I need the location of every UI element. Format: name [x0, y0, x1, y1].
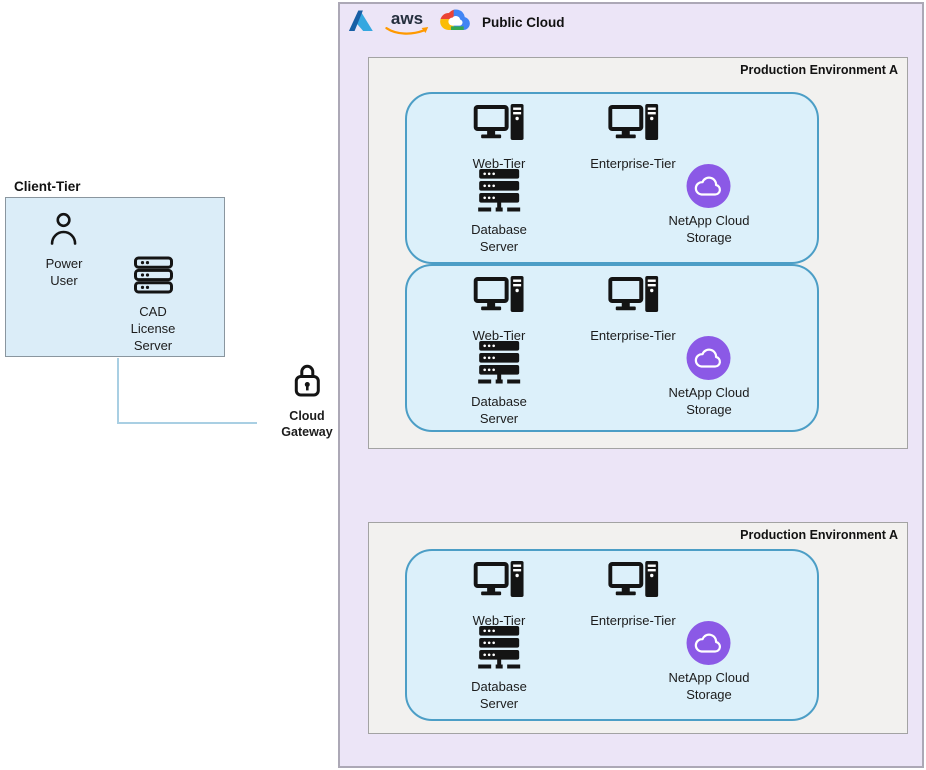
node-label: Power User: [45, 256, 83, 288]
google-cloud-logo: [440, 7, 471, 38]
client-tier-title: Client-Tier: [14, 179, 81, 194]
node-label: Web-Tier: [472, 328, 526, 343]
netapp-cloud-icon: [686, 164, 731, 208]
node-enterprise-tier: Enterprise-Tier: [590, 561, 676, 630]
database-server-icon: [476, 168, 522, 217]
node-label: Database Server: [471, 679, 527, 711]
environment-box-1: Production Environment A: [368, 57, 908, 449]
client-tier-box: Power User CAD License Server: [5, 197, 225, 357]
node-label: Enterprise-Tier: [590, 613, 676, 628]
workstation-icon: [473, 276, 524, 323]
node-enterprise-tier: Enterprise-Tier: [590, 104, 676, 173]
node-web-tier: Web-Tier: [472, 104, 526, 173]
environment-title: Production Environment A: [740, 528, 898, 542]
node-label: CAD License Server: [130, 304, 176, 353]
node-web-tier: Web-Tier: [472, 276, 526, 345]
node-cloud-gateway: Cloud Gateway: [281, 362, 333, 441]
node-label: Web-Tier: [472, 613, 526, 628]
connector-horizontal: [117, 422, 257, 424]
padlock-icon: [292, 362, 322, 403]
workstation-icon: [473, 561, 524, 608]
node-database-server: Database Server: [471, 168, 527, 256]
database-server-icon: [476, 625, 522, 674]
azure-logo: [348, 9, 374, 37]
server-stack-icon: [133, 256, 173, 299]
node-database-server: Database Server: [471, 625, 527, 713]
node-web-tier: Web-Tier: [472, 561, 526, 630]
aws-wordmark: aws: [390, 8, 424, 28]
connector-vertical: [117, 358, 119, 424]
node-netapp-cloud-storage: NetApp Cloud Storage: [668, 164, 750, 247]
workstation-icon: [607, 561, 658, 608]
environment-box-2: Production Environment A: [368, 522, 908, 734]
database-server-icon: [476, 340, 522, 389]
node-label: Enterprise-Tier: [590, 156, 676, 171]
node-label: Database Server: [471, 394, 527, 426]
node-enterprise-tier: Enterprise-Tier: [590, 276, 676, 345]
node-label: Database Server: [471, 222, 527, 254]
public-cloud-title: Public Cloud: [482, 15, 565, 30]
node-label: NetApp Cloud Storage: [668, 385, 750, 417]
cluster-box: Web-Tier Enterprise: [405, 549, 819, 721]
environment-title: Production Environment A: [740, 63, 898, 77]
aws-logo: aws: [385, 10, 429, 36]
node-netapp-cloud-storage: NetApp Cloud Storage: [668, 336, 750, 419]
node-database-server: Database Server: [471, 340, 527, 428]
workstation-icon: [607, 104, 658, 151]
cluster-box: Web-Tier Enterprise: [405, 92, 819, 264]
node-netapp-cloud-storage: NetApp Cloud Storage: [668, 621, 750, 704]
node-label: Cloud Gateway: [281, 409, 333, 440]
workstation-icon: [607, 276, 658, 323]
node-label: Web-Tier: [472, 156, 526, 171]
public-cloud-header: aws: [348, 7, 565, 38]
public-cloud-container: aws: [338, 2, 924, 768]
node-cad-license-server: CAD License Server: [118, 256, 189, 355]
node-power-user: Power User: [45, 212, 83, 290]
workstation-icon: [473, 104, 524, 151]
cluster-box: Web-Tier Enterprise: [405, 264, 819, 432]
node-label: NetApp Cloud Storage: [668, 670, 750, 702]
person-icon: [49, 212, 79, 251]
node-label: NetApp Cloud Storage: [668, 213, 750, 245]
netapp-cloud-icon: [686, 336, 731, 380]
node-label: Enterprise-Tier: [590, 328, 676, 343]
netapp-cloud-icon: [686, 621, 731, 665]
